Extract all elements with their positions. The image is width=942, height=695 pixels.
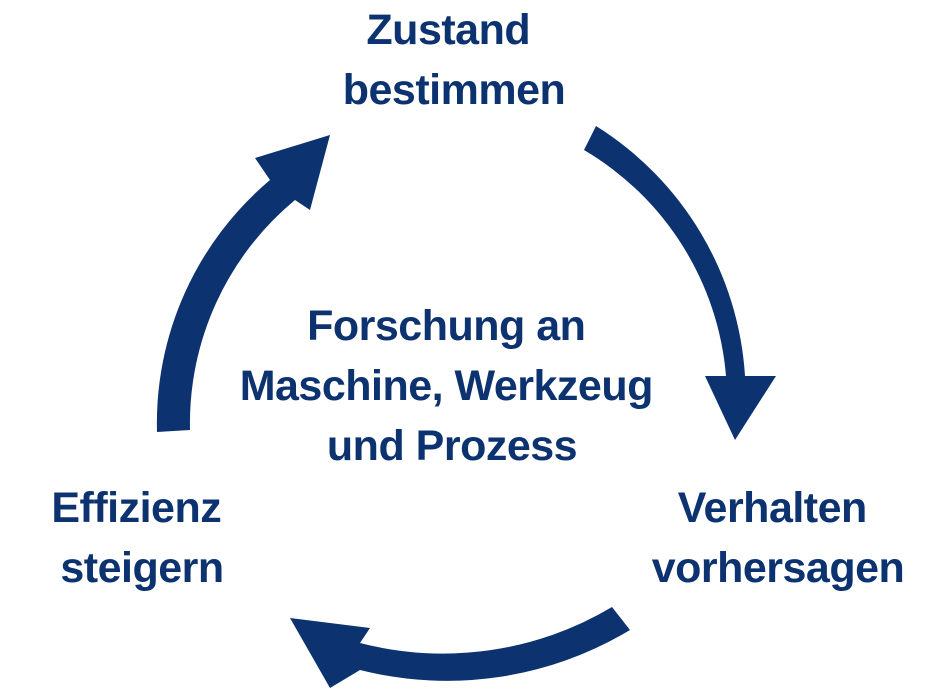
- center-line3: und Prozess: [327, 422, 577, 470]
- node-top-line1: Zustand: [366, 6, 530, 54]
- arrow-bottom: [290, 607, 630, 688]
- node-left-line2: steigern: [60, 544, 223, 592]
- arrow-left: [156, 135, 330, 432]
- node-right-line2: vorhersagen: [652, 544, 905, 592]
- center-line1: Forschung an: [307, 302, 585, 350]
- center-label: Forschung an Maschine, Werkzeug und Proz…: [240, 302, 665, 470]
- center-line2: Maschine, Werkzeug: [240, 362, 653, 410]
- node-left-label: Effizienz steigern: [51, 484, 232, 592]
- arrow-top-right: [584, 126, 776, 440]
- node-right-line1: Verhalten: [678, 484, 867, 532]
- node-right-label: Verhalten vorhersagen: [652, 484, 905, 592]
- node-top-label: Zustand bestimmen: [343, 6, 566, 114]
- node-top-line2: bestimmen: [343, 66, 566, 114]
- node-left-line1: Effizienz: [51, 484, 221, 532]
